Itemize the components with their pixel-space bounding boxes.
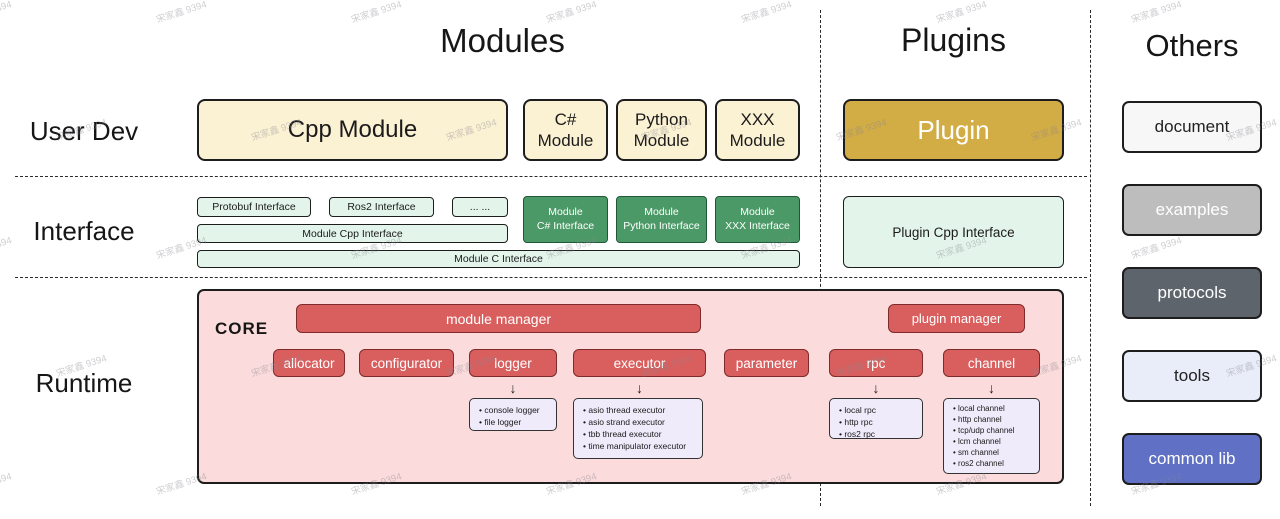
green-box-line1: Module <box>644 205 679 218</box>
list-item: http rpc <box>839 416 918 428</box>
divider-interface-runtime <box>15 277 1087 278</box>
allocator-box: allocator <box>273 349 345 377</box>
others-tools-box: tools <box>1122 350 1262 402</box>
module-c-interface-box: Module C Interface <box>197 250 800 268</box>
cpp-module-box: Cpp Module <box>197 99 508 161</box>
list-item: time manipulator executor <box>583 440 698 452</box>
header-modules: Modules <box>440 22 565 59</box>
green-box-line1: Module <box>740 205 775 218</box>
channel-box: channel <box>943 349 1040 377</box>
others-common-lib-box: common lib <box>1122 433 1262 485</box>
rpc-arrow-icon: ↓ <box>872 380 880 396</box>
green-box-line2: XXX Interface <box>725 219 790 232</box>
list-item: ros2 channel <box>953 458 1035 469</box>
python-module-box: Python Module <box>616 99 707 161</box>
xxx-module-box: XXX Module <box>715 99 800 161</box>
list-item: tcp/udp channel <box>953 425 1035 436</box>
module-manager-bar: module manager <box>296 304 701 333</box>
green-box-line2: C# Interface <box>536 219 595 232</box>
list-item: console logger <box>479 404 552 416</box>
logger-arrow-icon: ↓ <box>509 380 517 396</box>
list-item: file logger <box>479 416 552 428</box>
row-label-interface: Interface <box>33 216 135 246</box>
module-cpp-interface-box: Module Cpp Interface <box>197 224 508 243</box>
green-box-line2: Python Interface <box>623 219 700 232</box>
plugin-manager-bar: plugin manager <box>888 304 1025 333</box>
executor-box: executor <box>573 349 706 377</box>
rpc-box: rpc <box>829 349 923 377</box>
green-box-line1: Module <box>548 205 583 218</box>
rpc-detail-list: local rpc http rpc ros2 rpc <box>829 398 923 439</box>
others-examples-box: examples <box>1122 184 1262 236</box>
logger-detail-list: console logger file logger <box>469 398 557 431</box>
module-python-interface-box: Module Python Interface <box>616 196 707 243</box>
plugin-cpp-interface-box: Plugin Cpp Interface <box>843 196 1064 268</box>
list-item: http channel <box>953 414 1035 425</box>
list-item: sm channel <box>953 447 1035 458</box>
executor-detail-list: asio thread executor asio strand executo… <box>573 398 703 459</box>
others-document-box: document <box>1122 101 1262 153</box>
header-others: Others <box>1145 28 1239 63</box>
row-label-user-dev: User Dev <box>29 116 139 146</box>
list-item: asio thread executor <box>583 404 698 416</box>
others-protocols-box: protocols <box>1122 267 1262 319</box>
logger-box: logger <box>469 349 557 377</box>
protobuf-interface-box: Protobuf Interface <box>197 197 311 217</box>
plugin-box: Plugin <box>843 99 1064 161</box>
module-xxx-interface-box: Module XXX Interface <box>715 196 800 243</box>
list-item: local rpc <box>839 404 918 416</box>
list-item: local channel <box>953 403 1035 414</box>
csharp-module-box: C# Module <box>523 99 608 161</box>
configurator-box: configurator <box>359 349 454 377</box>
channel-arrow-icon: ↓ <box>988 380 995 396</box>
more-interfaces-box: ... ... <box>452 197 508 217</box>
divider-modules-plugins <box>820 10 821 506</box>
parameter-box: parameter <box>724 349 809 377</box>
row-label-runtime: Runtime <box>35 368 133 398</box>
module-csharp-interface-box: Module C# Interface <box>523 196 608 243</box>
executor-arrow-icon: ↓ <box>636 380 643 396</box>
divider-plugins-others <box>1090 10 1091 506</box>
core-label: CORE <box>215 319 269 338</box>
header-plugins: Plugins <box>901 22 1006 58</box>
core-container: CORE module manager plugin manager alloc… <box>197 289 1064 484</box>
channel-detail-list: local channel http channel tcp/udp chann… <box>943 398 1040 474</box>
list-item: ros2 rpc <box>839 428 918 440</box>
divider-userdev-interface <box>15 176 1087 177</box>
ros2-interface-box: Ros2 Interface <box>329 197 434 217</box>
list-item: lcm channel <box>953 436 1035 447</box>
list-item: asio strand executor <box>583 416 698 428</box>
list-item: tbb thread executor <box>583 428 698 440</box>
